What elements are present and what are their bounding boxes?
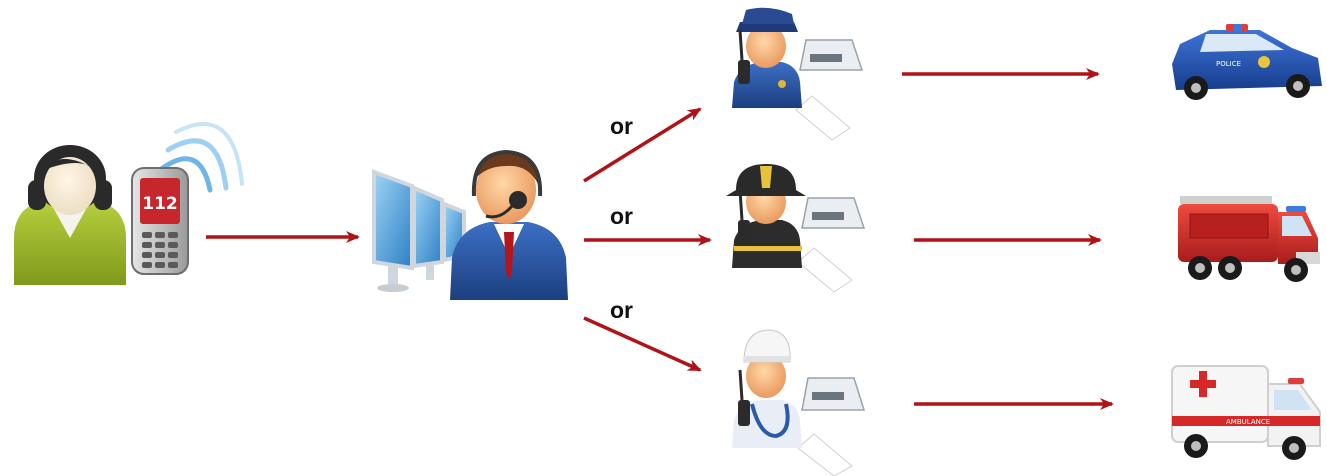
or-label-medic: or	[610, 297, 633, 323]
call-center-operator-icon	[450, 152, 568, 300]
arrow-dispatcher-to-medic	[584, 318, 700, 370]
caller-woman-icon	[14, 145, 126, 285]
police-operator-icon	[732, 8, 862, 140]
arrow-dispatcher-to-police	[584, 109, 700, 181]
ambulance-lettering: AMBULANCE	[1226, 418, 1270, 426]
mobile-phone-icon: 112	[132, 124, 242, 274]
or-label-fire: or	[610, 203, 633, 229]
police-car-lettering: POLICE	[1216, 60, 1241, 68]
firefighter-operator-icon	[726, 164, 864, 292]
ambulance-icon: AMBULANCE	[1172, 366, 1320, 460]
medic-operator-icon	[732, 330, 864, 476]
police-car-icon: POLICE	[1172, 24, 1322, 100]
phone-screen-number: 112	[142, 194, 178, 214]
monitors-icon	[374, 172, 464, 292]
fire-truck-icon	[1178, 196, 1320, 282]
or-label-police: or	[610, 113, 633, 139]
